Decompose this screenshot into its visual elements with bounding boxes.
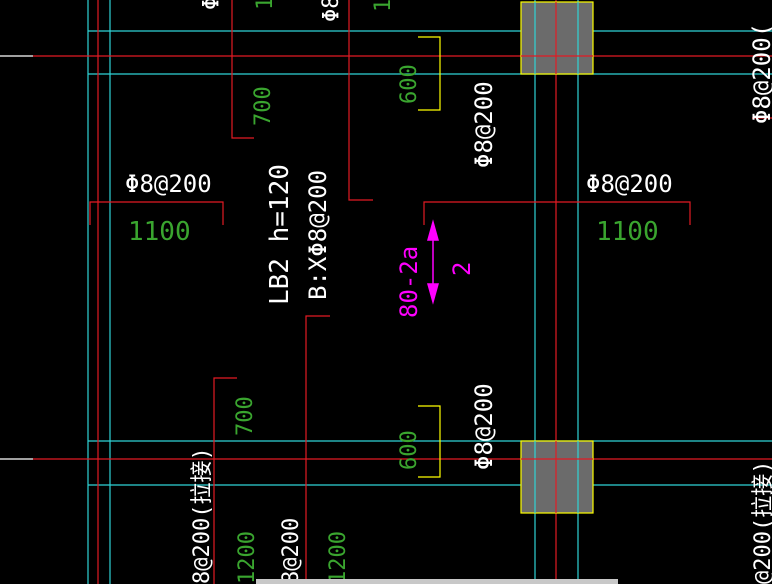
left-length-label: 1100 bbox=[128, 217, 191, 247]
column-bottom bbox=[520, 440, 594, 514]
bottom-vertical-rebar: Φ8@200 bbox=[470, 383, 498, 470]
magenta-arrow-head-up bbox=[427, 219, 439, 241]
column-through-lines bbox=[534, 2, 579, 513]
top-left-rebar-a-tail: 1 bbox=[253, 0, 278, 10]
top-dim-right: 600 bbox=[397, 64, 422, 104]
right-edge-rebar: Φ8@200( bbox=[748, 23, 772, 124]
top-left-rebar-b-tail: 1 bbox=[371, 0, 396, 12]
bottom-dim: 600 bbox=[397, 430, 422, 470]
rebar-top-left-hook bbox=[231, 0, 254, 139]
axis-ticks bbox=[0, 55, 33, 460]
bottom-left-len-2: 1200 bbox=[326, 531, 351, 584]
bottom-right-rebar: @200(拉接) bbox=[751, 461, 772, 584]
bottom-left-rebar-1: 8@200(拉接) bbox=[190, 447, 215, 584]
column-axis-lines bbox=[521, 2, 593, 513]
dimension-brackets bbox=[418, 36, 441, 478]
horizontal-scrollbar[interactable] bbox=[256, 579, 618, 584]
rebar-lines bbox=[89, 0, 772, 584]
rebar-right-horizontal bbox=[423, 201, 691, 225]
rebar-bottom-vertical bbox=[305, 315, 330, 584]
right-length-label: 1100 bbox=[596, 217, 659, 247]
beam-lines bbox=[87, 0, 772, 584]
slab-reinforcement: B:XΦ8@200 bbox=[304, 170, 332, 300]
right-rebar-label: Φ8@200 bbox=[586, 170, 673, 198]
left-rebar-label: Φ8@200 bbox=[125, 170, 212, 198]
magenta-arrow bbox=[427, 219, 439, 305]
top-vertical-rebar: Φ8@200 bbox=[470, 81, 498, 168]
magenta-label: 80-2a bbox=[395, 246, 423, 318]
bottom-length-left: 700 bbox=[233, 396, 258, 436]
magenta-fraction: 2 bbox=[448, 262, 476, 276]
dim-bracket-bottom bbox=[418, 405, 441, 478]
rebar-top-center-hook bbox=[348, 0, 373, 201]
rebar-left-horizontal bbox=[89, 201, 224, 225]
top-left-rebar-b: Φ8 bbox=[319, 0, 344, 22]
bottom-left-rebar-3: 8@200 bbox=[279, 518, 304, 584]
rebar-bottom-left-hook bbox=[213, 377, 237, 584]
slab-name: LB2 h=120 bbox=[265, 164, 295, 305]
magenta-arrow-head-down bbox=[427, 283, 439, 305]
top-left-rebar-a: Φ8 bbox=[199, 0, 224, 10]
column-top bbox=[520, 1, 594, 75]
dim-bracket-top bbox=[418, 36, 441, 111]
axis-lines bbox=[33, 0, 772, 584]
bottom-left-len-1: 1200 bbox=[235, 531, 260, 584]
top-length-left: 700 bbox=[251, 86, 276, 126]
